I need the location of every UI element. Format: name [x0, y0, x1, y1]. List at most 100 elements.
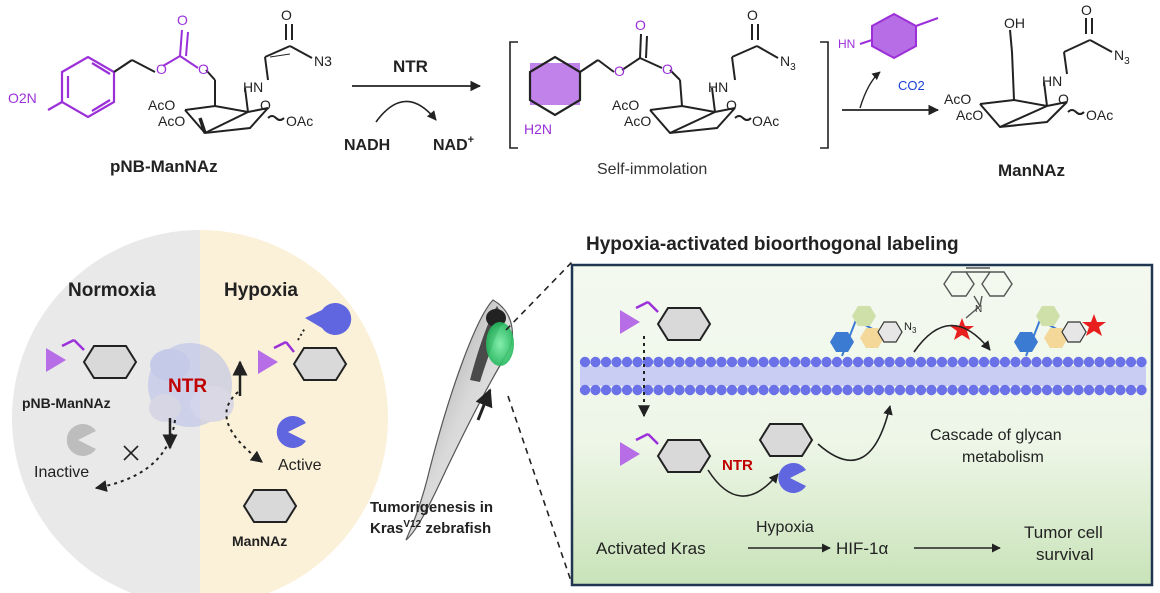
- lipid-head: [894, 356, 906, 368]
- lipid-head: [1062, 384, 1074, 396]
- ring-o-label: O: [260, 97, 271, 113]
- lipid-head: [810, 384, 822, 396]
- azide-glycan-icon: [830, 306, 903, 357]
- lipid-head: [947, 356, 958, 368]
- left-bracket: [509, 41, 518, 149]
- aco-label-2: AcO: [158, 113, 185, 129]
- lipid-head: [621, 356, 633, 368]
- lipid-head: [789, 384, 801, 396]
- lipid-head: [779, 356, 790, 368]
- lipid-head: [726, 384, 738, 396]
- lipid-head: [674, 356, 685, 368]
- lipid-head: [842, 356, 853, 368]
- star-fluorophore-icon: [950, 318, 974, 340]
- lipid-head: [705, 356, 717, 368]
- lipid-head: [768, 384, 780, 396]
- mannaz-hexagon-icon: [242, 489, 298, 523]
- pathway-middle: HIF-1α: [836, 539, 889, 558]
- int-nh-label: HN: [708, 79, 728, 95]
- active-pacman-icon-top: [305, 303, 352, 335]
- lipid-head: [800, 356, 811, 368]
- product-azide: N3: [1114, 47, 1130, 67]
- lipid-head: [1104, 384, 1116, 396]
- int-ring-o: O: [726, 97, 737, 113]
- cell-panel: Normoxia Hypoxia NTR pNB-ManNAz Inactive: [12, 230, 388, 593]
- lipid-head: [1052, 384, 1063, 396]
- lipid-head: [1136, 384, 1147, 396]
- lipid-head: [1041, 356, 1053, 368]
- nadh-label: NADH: [344, 137, 390, 154]
- lipid-head: [1104, 356, 1116, 368]
- product-ring-o: O: [1058, 91, 1069, 107]
- cascade-line2: metabolism: [962, 449, 1044, 466]
- lipid-head: [611, 356, 622, 368]
- ntr-protein-icon: [148, 343, 234, 427]
- lipid-head: [632, 384, 643, 396]
- pathway-end-line1: Tumor cell: [1024, 523, 1103, 542]
- lipid-head: [1125, 356, 1137, 368]
- fish-caption-line2: KrasV12 zebrafish: [370, 519, 491, 537]
- lipid-head: [821, 384, 832, 396]
- lipid-head: [663, 384, 675, 396]
- lipid-head: [926, 356, 937, 368]
- ntr-conversion-arrow: [707, 469, 779, 497]
- lipid-head: [957, 384, 969, 396]
- product-aco-2: AcO: [956, 107, 983, 123]
- lipid-head: [1041, 384, 1053, 396]
- lipid-head: [831, 356, 843, 368]
- int-amide-o: O: [747, 7, 758, 23]
- int-oac: OAc: [752, 113, 779, 129]
- lipid-head: [726, 356, 738, 368]
- active-pacman-icon: [276, 416, 306, 448]
- nad-label: NAD+: [433, 134, 474, 154]
- dbco-n-label: N: [975, 304, 982, 315]
- amide-o-label: O: [281, 7, 292, 23]
- prodrug-icon: [46, 338, 138, 379]
- azide-label: N3: [314, 53, 332, 69]
- int-aco-1: AcO: [612, 97, 639, 113]
- lipid-head: [810, 356, 822, 368]
- pathway-hypoxia-label: Hypoxia: [756, 519, 814, 536]
- lipid-head: [600, 384, 612, 396]
- tumor-region: [486, 322, 514, 366]
- lipid-head: [600, 356, 612, 368]
- lipid-head: [684, 356, 696, 368]
- lipid-head: [1020, 384, 1032, 396]
- lipid-head: [842, 384, 853, 396]
- lipid-head: [1010, 356, 1021, 368]
- zoom-line-top: [505, 261, 573, 331]
- lipid-head: [978, 384, 990, 396]
- lipid-tail-band: [580, 366, 1146, 386]
- lipid-head: [758, 356, 769, 368]
- lipid-head: [674, 384, 685, 396]
- lipid-head: [999, 356, 1011, 368]
- tumor-pointer-arrow: [475, 388, 493, 421]
- inactive-label: Inactive: [34, 464, 89, 481]
- int-aco-2: AcO: [624, 113, 651, 129]
- lipid-head: [1094, 356, 1105, 368]
- ester-o-label: O: [198, 61, 209, 77]
- cofactor-curved-arrow: [375, 100, 437, 123]
- ntr-reagent-label: NTR: [393, 57, 428, 76]
- panel-active-pacman-icon: [778, 463, 806, 493]
- azaquinone-byproduct: [859, 12, 939, 60]
- fish-caption-line1: Tumorigenesis in: [370, 499, 493, 516]
- lipid-head: [716, 384, 727, 396]
- lipid-head: [1115, 356, 1126, 368]
- no2-group-label: O2N: [8, 90, 37, 106]
- lipid-head: [663, 356, 675, 368]
- lipid-head: [852, 356, 864, 368]
- lipid-head: [821, 356, 832, 368]
- labeling-panel-title: Hypoxia-activated bioorthogonal labeling: [586, 234, 959, 255]
- ntr-enzyme-label: NTR: [168, 376, 207, 397]
- lipid-head: [873, 384, 885, 396]
- inactive-dotted-arrow: [94, 419, 176, 492]
- mannaz-structure: [979, 18, 1113, 129]
- lipid-head: [968, 356, 979, 368]
- product-oac: OAc: [1086, 107, 1113, 123]
- labeled-glycan-icon: [1014, 306, 1106, 357]
- blocked-x-icon: [123, 445, 139, 461]
- normoxia-label: Normoxia: [68, 280, 156, 301]
- lipid-head: [894, 384, 906, 396]
